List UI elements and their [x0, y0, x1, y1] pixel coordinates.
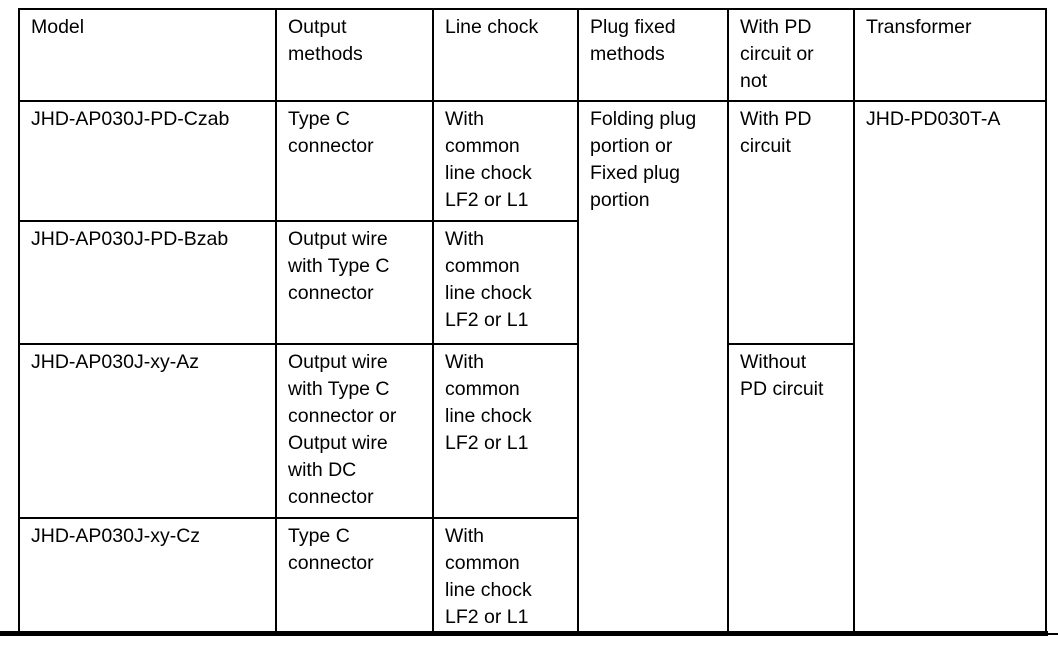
column-header-model: Model: [18, 8, 277, 102]
column-header-transformer: Transformer: [853, 8, 1047, 102]
cell-transformer: JHD-PD030T-A: [853, 100, 1047, 635]
cell-without-pd-circuit: Without PD circuit: [727, 343, 855, 635]
cell-output-methods: Type C connector: [275, 100, 434, 222]
cell-model: JHD-AP030J-xy-Cz: [18, 517, 277, 635]
table-bottom-rule: [0, 631, 1048, 636]
column-header-line-chock: Line chock: [432, 8, 579, 102]
cell-output-methods: Type C connector: [275, 517, 434, 635]
cell-plug-fixed-methods: Folding plug portion or Fixed plug porti…: [577, 100, 729, 635]
column-header-pd-circuit: With PD circuit or not: [727, 8, 855, 102]
table-row: JHD-AP030J-xy-Az Output wire with Type C…: [18, 343, 1046, 635]
table-bottom-rule-tail: [1047, 633, 1058, 635]
column-header-plug-fixed-methods: Plug fixed methods: [577, 8, 729, 102]
model-spec-table: Model Output methods Line chock Plug fix…: [18, 8, 1047, 635]
cell-line-chock: With common line chock LF2 or L1: [432, 517, 579, 635]
cell-output-methods: Output wire with Type C connector: [275, 220, 434, 345]
cell-line-chock: With common line chock LF2 or L1: [432, 220, 579, 345]
header-row: Model Output methods Line chock Plug fix…: [18, 8, 1047, 102]
cell-with-pd-circuit: With PD circuit: [727, 100, 855, 345]
cell-model: JHD-AP030J-PD-Bzab: [18, 220, 277, 345]
cell-output-methods: Output wire with Type C connector or Out…: [275, 343, 434, 519]
table-row: JHD-AP030J-PD-Bzab Output wire with Type…: [18, 220, 1046, 345]
table-row: JHD-AP030J-PD-Czab Type C connector With…: [18, 100, 1047, 635]
cell-line-chock: With common line chock LF2 or L1: [432, 100, 579, 222]
cell-model: JHD-AP030J-PD-Czab: [18, 100, 277, 222]
column-header-output-methods: Output methods: [275, 8, 434, 102]
table-row: JHD-AP030J-xy-Cz Type C connector With c…: [18, 517, 1046, 635]
cell-line-chock: With common line chock LF2 or L1: [432, 343, 579, 519]
cell-model: JHD-AP030J-xy-Az: [18, 343, 277, 519]
